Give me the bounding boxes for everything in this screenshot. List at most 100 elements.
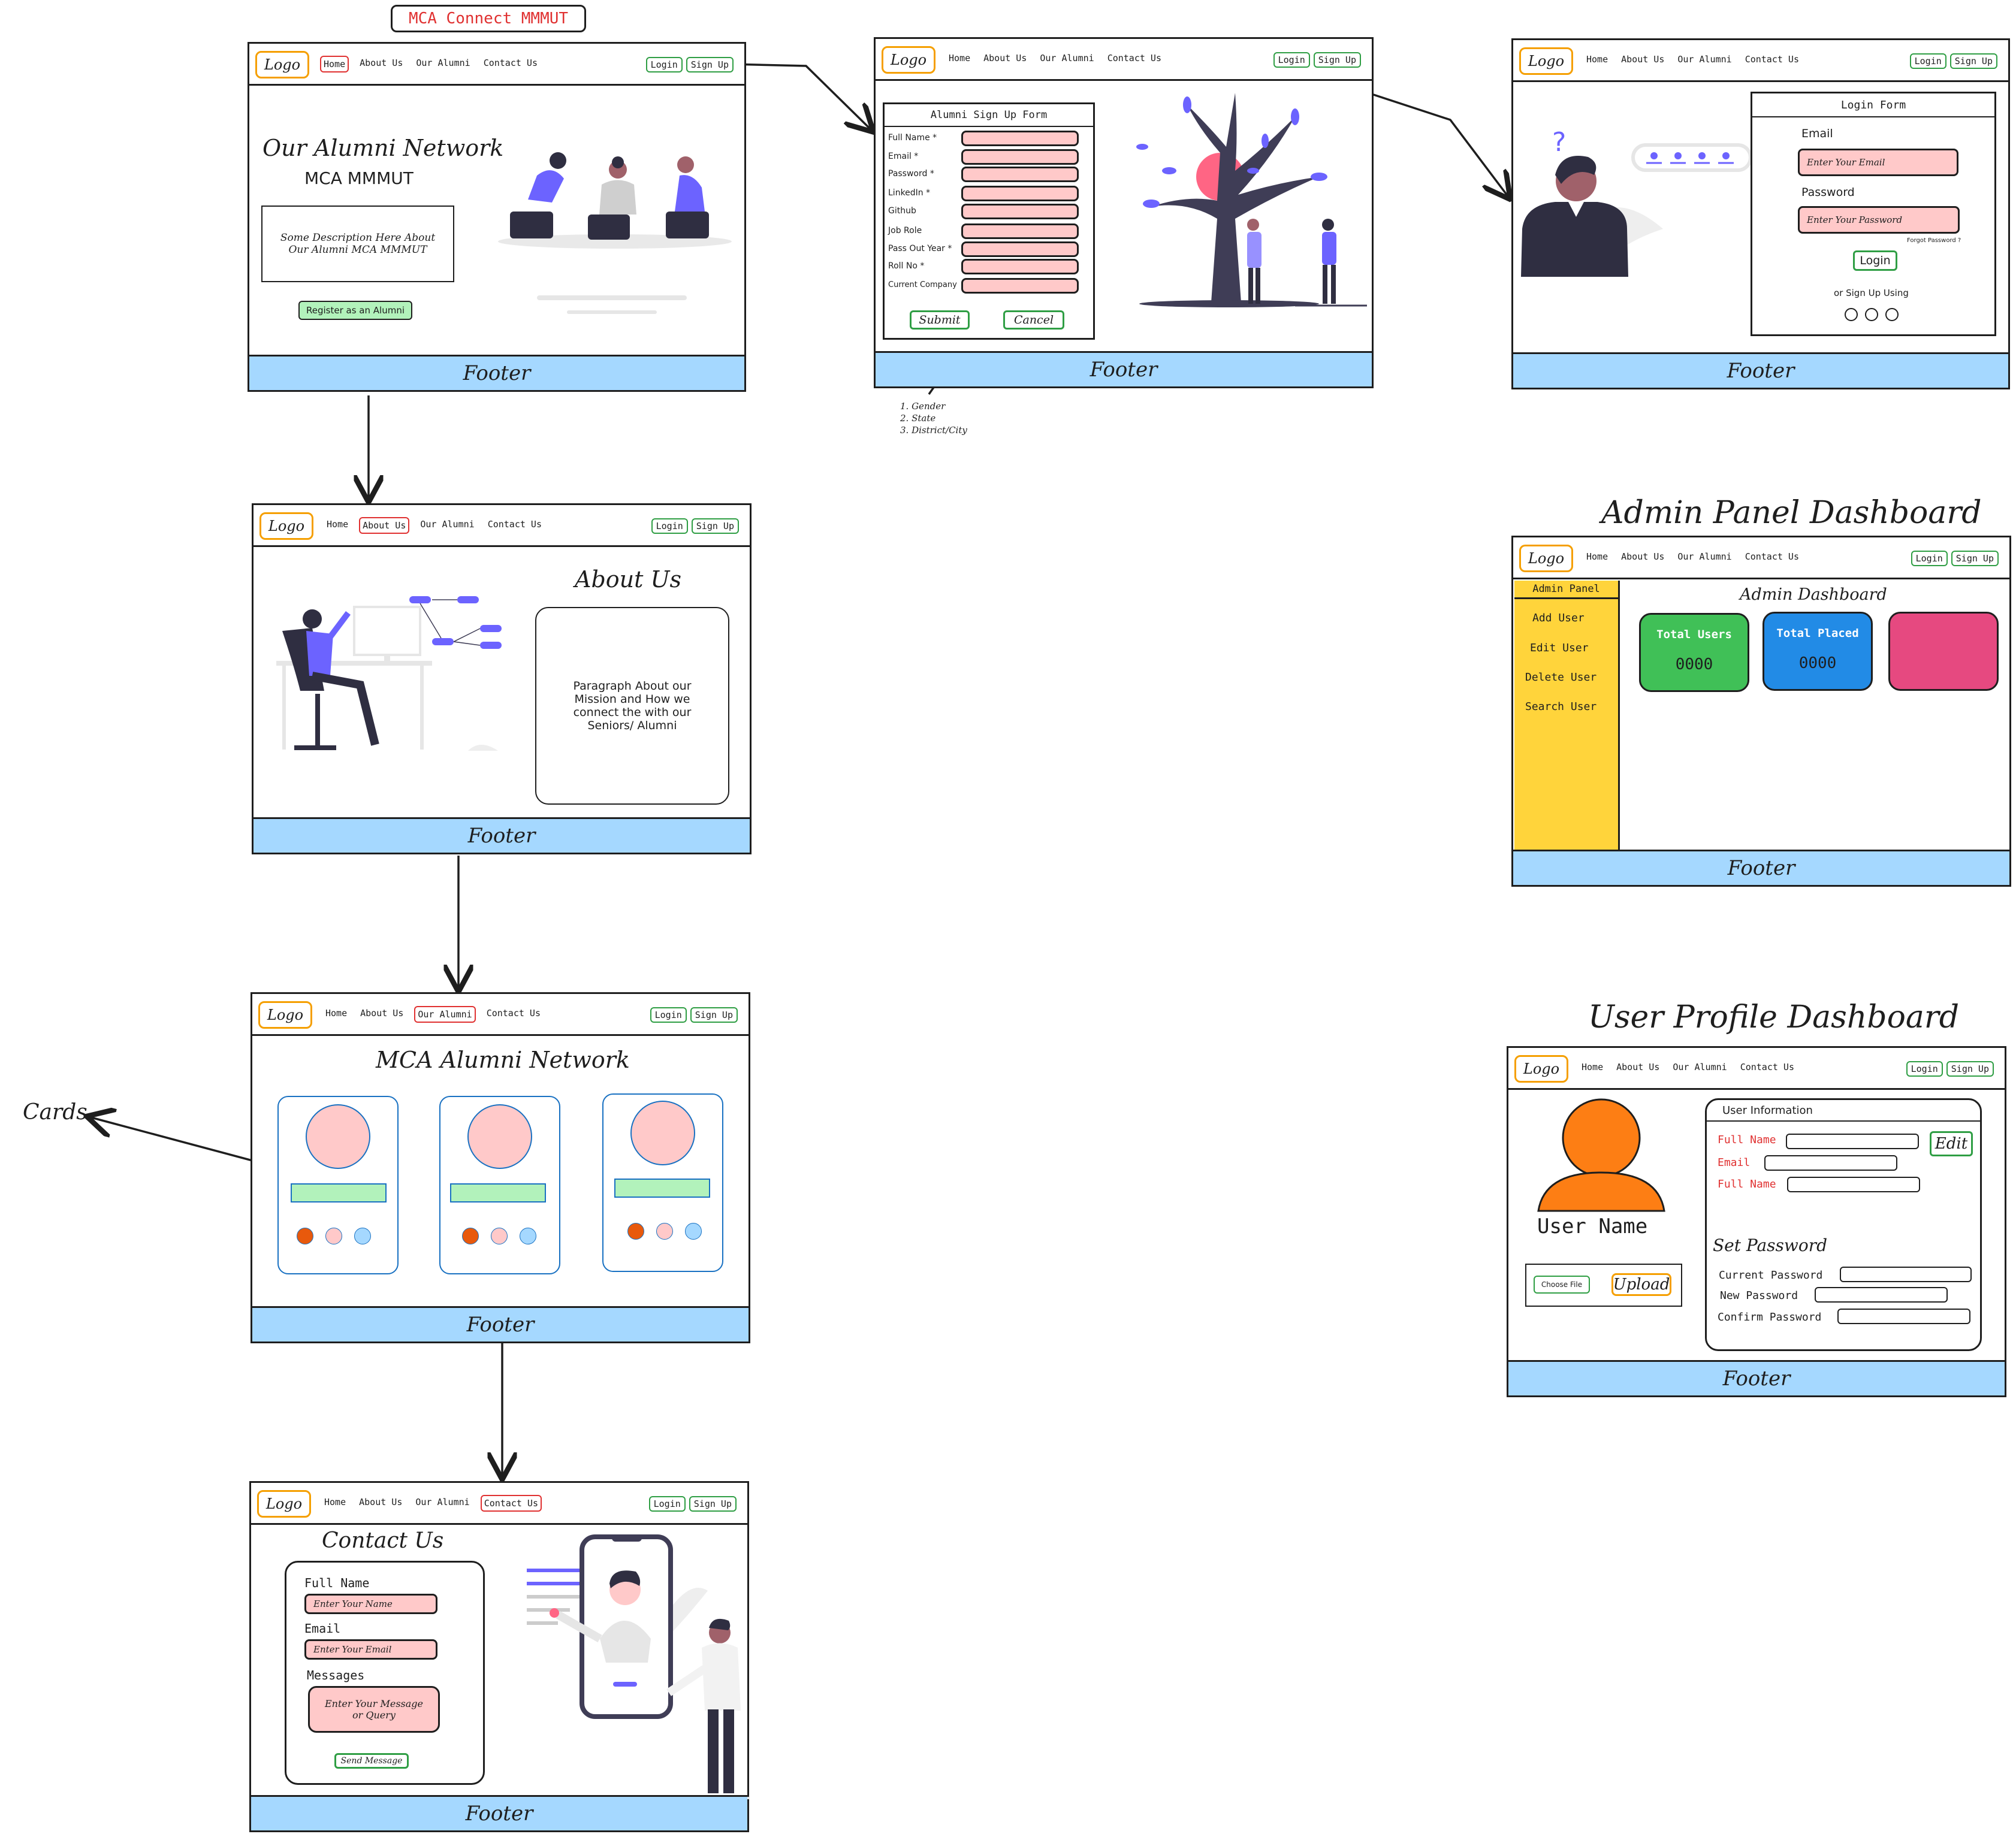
nav-about[interactable]: About Us	[1621, 551, 1665, 562]
full-name-input-2[interactable]	[1787, 1177, 1920, 1192]
login-button[interactable]: Login	[1906, 1061, 1943, 1077]
social-login-icon[interactable]	[1865, 308, 1878, 321]
login-submit-button[interactable]: Login	[1853, 250, 1897, 271]
email-input[interactable]: Enter Your Email	[1798, 149, 1958, 176]
nav-contact[interactable]: Contact Us	[1740, 1062, 1794, 1072]
signup-button[interactable]: Sign Up	[1951, 551, 1999, 566]
logo[interactable]: Logo	[257, 1490, 311, 1518]
full-name-input[interactable]	[1786, 1134, 1919, 1149]
social-dot-icon[interactable]	[462, 1228, 479, 1244]
alumni-card[interactable]	[602, 1093, 723, 1272]
nav-home[interactable]: Home	[325, 1008, 348, 1019]
confirm-password-input[interactable]	[1837, 1309, 1970, 1324]
nav-home[interactable]: Home	[1586, 551, 1608, 562]
field-input[interactable]	[961, 204, 1079, 219]
nav-contact[interactable]: Contact Us	[483, 58, 538, 68]
choose-file-button[interactable]: Choose File	[1534, 1276, 1590, 1294]
field-input[interactable]	[961, 167, 1079, 182]
email-input[interactable]	[1764, 1155, 1897, 1171]
login-button[interactable]: Login	[1909, 53, 1946, 69]
nav-about[interactable]: About Us	[359, 1497, 403, 1507]
new-password-input[interactable]	[1815, 1287, 1948, 1303]
field-input[interactable]	[961, 149, 1079, 165]
upload-button[interactable]: Upload	[1611, 1273, 1671, 1296]
nav-alumni[interactable]: Our Alumni	[416, 58, 470, 68]
cancel-button[interactable]: Cancel	[1003, 310, 1064, 330]
social-login-icon[interactable]	[1845, 308, 1858, 321]
alumni-card[interactable]	[439, 1096, 560, 1274]
nav-contact[interactable]: Contact Us	[487, 519, 542, 530]
social-dot-icon[interactable]	[297, 1228, 313, 1244]
nav-home[interactable]: Home	[324, 1497, 346, 1507]
field-input[interactable]	[961, 186, 1079, 201]
login-button[interactable]: Login	[650, 1007, 687, 1023]
nav-contact[interactable]: Contact Us	[480, 1495, 542, 1512]
social-dot-icon[interactable]	[354, 1228, 371, 1244]
submit-button[interactable]: Submit	[910, 310, 970, 330]
forgot-password-link[interactable]: Forgot Password ?	[1907, 237, 1961, 244]
nav-contact[interactable]: Contact Us	[486, 1008, 541, 1019]
name-input[interactable]: Enter Your Name	[304, 1594, 437, 1614]
social-login-icon[interactable]	[1885, 308, 1899, 321]
nav-about[interactable]: About Us	[1621, 54, 1665, 65]
nav-contact[interactable]: Contact Us	[1745, 54, 1799, 65]
field-input[interactable]	[961, 278, 1079, 294]
field-input[interactable]	[961, 241, 1079, 257]
nav-about[interactable]: About Us	[360, 1008, 404, 1019]
nav-about[interactable]: About Us	[983, 53, 1027, 64]
alumni-card[interactable]	[277, 1096, 399, 1274]
logo[interactable]: Logo	[1519, 545, 1573, 572]
social-dot-icon[interactable]	[520, 1228, 536, 1244]
current-password-input[interactable]	[1840, 1267, 1972, 1282]
nav-alumni[interactable]: Our Alumni	[1677, 551, 1732, 562]
field-input[interactable]	[961, 223, 1079, 239]
logo[interactable]: Logo	[882, 46, 935, 74]
sidebar-item-search-user[interactable]: Search User	[1525, 700, 1597, 713]
signup-button[interactable]: Sign Up	[690, 1007, 738, 1023]
field-input[interactable]	[961, 131, 1079, 146]
nav-home[interactable]: Home	[327, 519, 349, 530]
signup-button[interactable]: Sign Up	[689, 1496, 737, 1512]
nav-contact[interactable]: Contact Us	[1745, 551, 1799, 562]
nav-home[interactable]: Home	[1586, 54, 1608, 65]
register-alumni-button[interactable]: Register as an Alumni	[298, 301, 412, 320]
signup-button[interactable]: Sign Up	[1313, 52, 1361, 68]
signup-button[interactable]: Sign Up	[691, 518, 739, 534]
edit-button[interactable]: Edit	[1930, 1131, 1973, 1156]
login-button[interactable]: Login	[1911, 551, 1948, 566]
social-dot-icon[interactable]	[656, 1223, 673, 1240]
login-button[interactable]: Login	[1273, 52, 1310, 68]
sidebar-item-add-user[interactable]: Add User	[1532, 612, 1585, 624]
login-button[interactable]: Login	[651, 518, 688, 534]
signup-button[interactable]: Sign Up	[1949, 53, 1997, 69]
nav-about[interactable]: About Us	[360, 58, 403, 68]
signup-button[interactable]: Sign Up	[686, 57, 734, 72]
nav-home[interactable]: Home	[949, 53, 971, 64]
social-dot-icon[interactable]	[685, 1223, 702, 1240]
email-input[interactable]: Enter Your Email	[304, 1639, 437, 1660]
nav-alumni[interactable]: Our Alumni	[414, 1006, 476, 1023]
password-input[interactable]: Enter Your Password	[1798, 206, 1960, 234]
nav-about[interactable]: About Us	[1616, 1062, 1660, 1072]
signup-button[interactable]: Sign Up	[1946, 1061, 1994, 1077]
nav-about[interactable]: About Us	[359, 517, 410, 534]
logo[interactable]: Logo	[258, 1001, 312, 1029]
logo[interactable]: Logo	[1514, 1055, 1568, 1083]
logo[interactable]: Logo	[259, 512, 313, 540]
field-input[interactable]	[961, 259, 1079, 274]
send-message-button[interactable]: Send Message	[334, 1753, 409, 1769]
nav-alumni[interactable]: Our Alumni	[420, 519, 475, 530]
logo[interactable]: Logo	[1519, 47, 1573, 75]
login-button[interactable]: Login	[648, 1496, 686, 1512]
sidebar-item-edit-user[interactable]: Edit User	[1530, 642, 1589, 654]
login-button[interactable]: Login	[645, 57, 683, 72]
nav-alumni[interactable]: Our Alumni	[1677, 54, 1732, 65]
sidebar-item-delete-user[interactable]: Delete User	[1525, 671, 1597, 684]
nav-contact[interactable]: Contact Us	[1107, 53, 1161, 64]
nav-alumni[interactable]: Our Alumni	[415, 1497, 470, 1507]
message-textarea[interactable]: Enter Your Message or Query	[308, 1686, 440, 1733]
nav-home[interactable]: Home	[320, 56, 349, 72]
social-dot-icon[interactable]	[325, 1228, 342, 1244]
logo[interactable]: Logo	[255, 51, 309, 78]
nav-alumni[interactable]: Our Alumni	[1040, 53, 1094, 64]
